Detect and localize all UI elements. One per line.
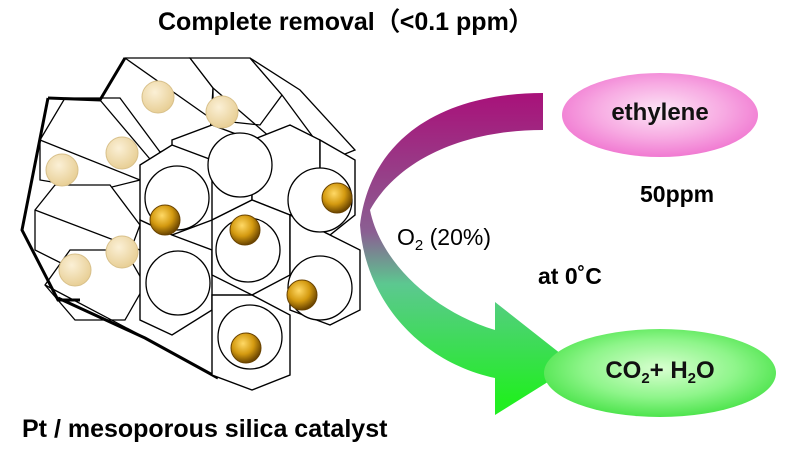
- oxygen-amount: (20%): [423, 224, 491, 250]
- ethylene-label: ethylene: [611, 99, 709, 126]
- reaction-arrow: [360, 93, 575, 415]
- catalyst-caption: Pt / mesoporous silica catalyst: [22, 415, 388, 443]
- product-plus-h: + H: [649, 357, 688, 384]
- product-co-sub: 2: [641, 370, 650, 387]
- ethylene-pill: [562, 73, 758, 157]
- ethylene-concentration: 50ppm: [640, 181, 715, 207]
- oxygen-subscript: 2: [414, 237, 424, 254]
- honeycomb-structure: [34, 57, 357, 336]
- product-co: CO: [605, 357, 642, 384]
- product-label: CO2+ H2O: [560, 357, 760, 387]
- pale-pt-particles: [45, 80, 239, 287]
- oxygen-species: O: [397, 224, 415, 250]
- temperature-condition: at 0˚C: [538, 263, 602, 289]
- product-o: O: [696, 357, 715, 384]
- figure-title: Complete removal（<0.1 ppm）: [158, 8, 534, 36]
- product-pill: [544, 329, 776, 417]
- pt-particles: [149, 182, 353, 364]
- oxygen-condition: O2 (20%): [397, 224, 491, 254]
- product-h-sub: 2: [687, 370, 697, 387]
